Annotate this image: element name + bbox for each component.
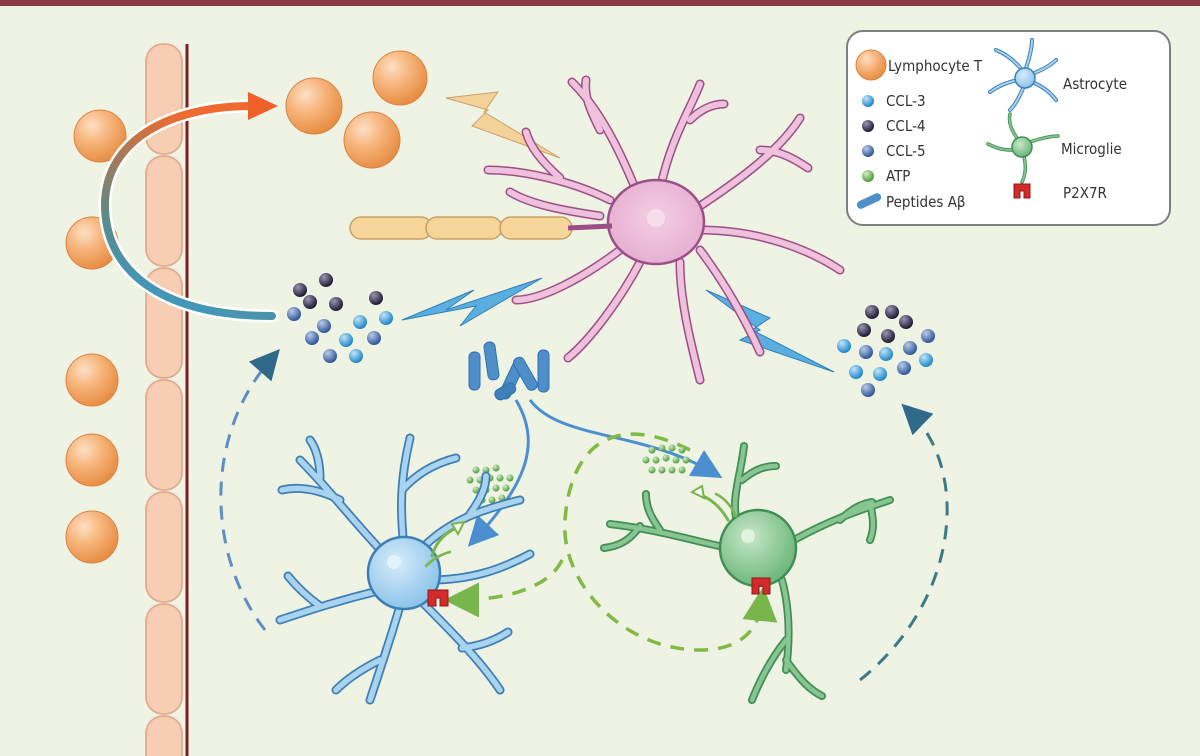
chemokines-left xyxy=(287,273,393,363)
chemokines-right xyxy=(837,305,935,397)
legend-label-lymphocyte: Lymphocyte T xyxy=(888,57,983,75)
p2x7r-icon xyxy=(1013,183,1031,199)
legend-item-ccl5: CCL-5 xyxy=(862,142,926,160)
peptide-icon xyxy=(856,193,882,209)
amyloid-peptides xyxy=(468,341,550,401)
migration-arrow xyxy=(98,92,279,323)
atp-cluster-astrocyte xyxy=(466,464,514,504)
legend-label-microglia: Microglie xyxy=(1061,140,1122,158)
legend-item-peptides: Peptides Aβ xyxy=(856,193,966,211)
astrocyte xyxy=(275,433,535,705)
ccl4-icon xyxy=(862,120,874,132)
p2x7r-receptor-microglia xyxy=(751,577,771,595)
axon xyxy=(349,216,613,240)
legend-item-microglia: Microglie xyxy=(986,112,1122,184)
legend-label-astrocyte: Astrocyte xyxy=(1063,75,1127,93)
atp-icon xyxy=(862,170,874,182)
legend-label-ccl5: CCL-5 xyxy=(886,142,926,160)
blood-vessel xyxy=(145,43,189,756)
microglia xyxy=(600,442,894,704)
microglia-icon xyxy=(986,112,1060,184)
legend-item-lymphocyte: Lymphocyte T xyxy=(855,49,983,81)
legend-label-peptides: Peptides Aβ xyxy=(886,193,966,211)
ccl3-icon xyxy=(862,95,874,107)
legend-item-astrocyte: Astrocyte xyxy=(988,38,1127,112)
neuron xyxy=(483,75,845,385)
legend-item-ccl3: CCL-3 xyxy=(862,92,926,110)
legend-item-atp: ATP xyxy=(862,167,910,185)
p2x7r-receptor-astrocyte xyxy=(427,589,449,607)
atp-cluster-microglia xyxy=(642,444,690,474)
lymphocyte-icon xyxy=(855,49,887,81)
top-border xyxy=(0,0,1200,6)
ccl5-icon xyxy=(862,145,874,157)
legend-label-p2x7r: P2X7R xyxy=(1063,184,1107,202)
legend-label-atp: ATP xyxy=(886,167,910,185)
lymphocytes xyxy=(65,50,428,564)
legend-item-p2x7r: P2X7R xyxy=(1013,183,1107,202)
legend-label-ccl3: CCL-3 xyxy=(886,92,926,110)
astrocyte-icon xyxy=(988,38,1058,112)
legend: Lymphocyte T CCL-3 CCL-4 CCL-5 ATP Pepti… xyxy=(846,30,1171,226)
legend-label-ccl4: CCL-4 xyxy=(886,117,926,135)
legend-item-ccl4: CCL-4 xyxy=(862,117,926,135)
